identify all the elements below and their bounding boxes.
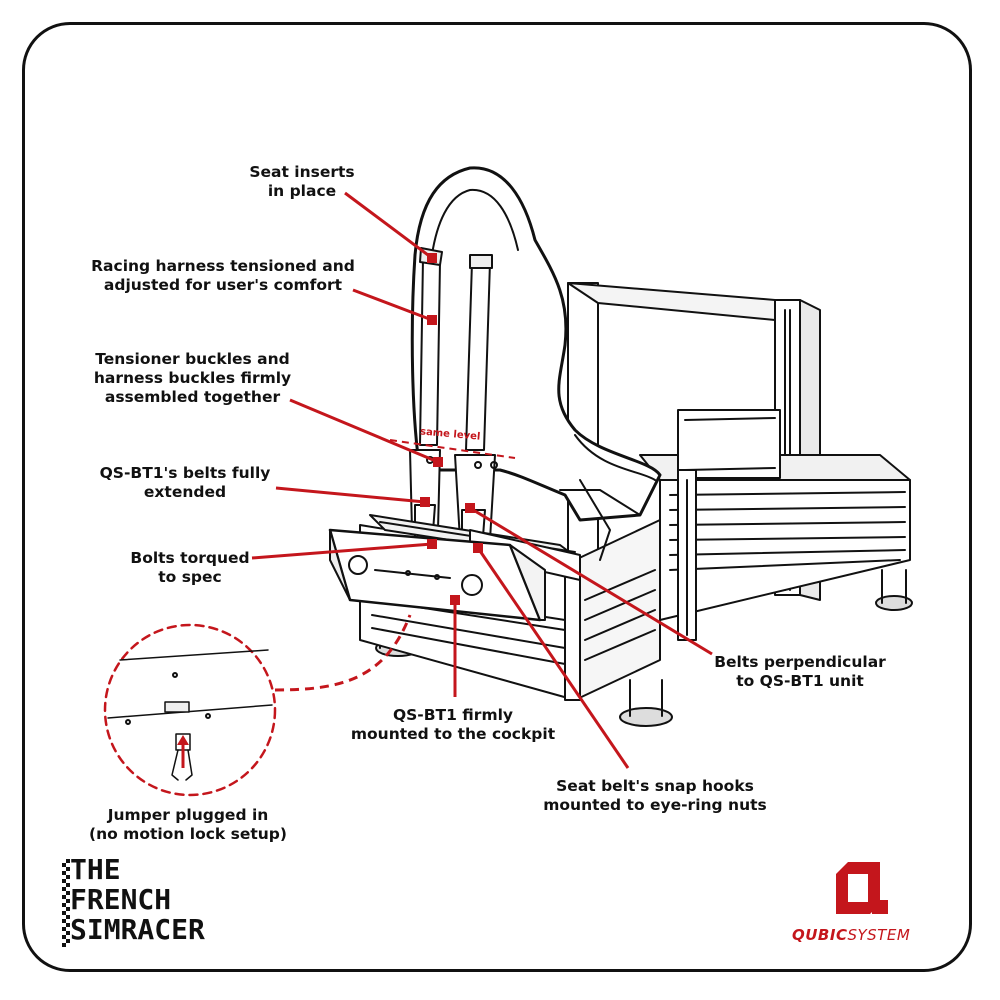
the-french-simracer-logo: THE FRENCH SIMRACER bbox=[62, 855, 205, 947]
rounded-frame bbox=[22, 22, 972, 972]
label-belts-perpendicular: Belts perpendicular to QS-BT1 unit bbox=[714, 653, 886, 690]
racing-seat bbox=[410, 166, 662, 522]
jumper-inset bbox=[103, 623, 277, 797]
label-belts-extended: QS-BT1's belts fully extended bbox=[99, 464, 271, 501]
label-tensioner-buckles: Tensioner buckles and harness buckles fi… bbox=[93, 350, 292, 406]
qs-bt1-unit bbox=[328, 528, 546, 622]
qubic-system-logo-icon bbox=[836, 862, 888, 914]
right-base bbox=[639, 409, 911, 641]
label-seat-inserts: Seat inserts in place bbox=[249, 163, 355, 200]
callout-lines bbox=[177, 191, 713, 769]
label-jumper: Jumper plugged in (no motion lock setup) bbox=[89, 806, 287, 843]
label-racing-harness: Racing harness tensioned and adjusted fo… bbox=[91, 257, 355, 294]
label-snap-hooks: Seat belt's snap hooks mounted to eye-ri… bbox=[543, 777, 767, 814]
qubic-system-wordmark: QUBICSYSTEM bbox=[792, 926, 911, 944]
label-bolts-torqued: Bolts torqued to spec bbox=[130, 549, 250, 586]
label-qsbt1-mounted: QS-BT1 firmly mounted to the cockpit bbox=[350, 706, 556, 743]
checkered-flag-icon bbox=[62, 859, 70, 947]
